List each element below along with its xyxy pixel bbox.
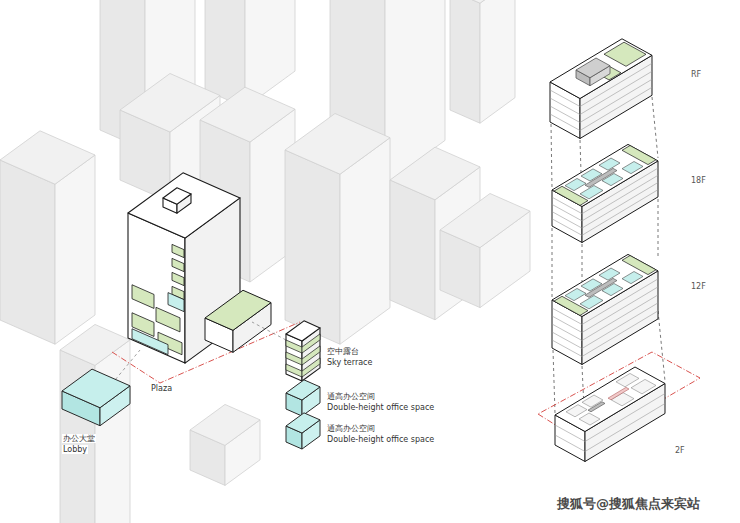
context-building [190,404,260,445]
floor-label: RF [690,70,702,79]
circulation [608,387,629,399]
service-core [585,168,617,187]
context-building [285,150,340,344]
floor-plate-18f [552,144,658,206]
context-building [440,194,530,248]
context-building [55,155,95,344]
context-building [285,114,390,175]
lobby-room [566,405,587,417]
facade-line [552,279,658,325]
office-room [580,186,603,199]
lobby-room [631,379,656,393]
facade-line [552,311,658,357]
facade-line [550,87,652,130]
sky-terrace [172,244,184,257]
floor-plate-2f [555,367,665,432]
sky-terrace [172,258,184,271]
key-label: Double-height office space [326,435,435,444]
roof-plate [550,39,652,99]
double-height-office [168,293,184,312]
floor-label: 12F [690,282,707,291]
alignment-line [551,124,552,188]
sky-terrace-key [286,334,302,381]
roof-structure [163,188,191,204]
sky-terrace [132,285,154,309]
context-building [200,87,295,142]
context-building [0,131,95,184]
lobby-room [579,413,600,425]
floor-label: 2F [674,446,686,455]
floor-terrace [622,256,656,275]
sky-terrace [156,307,180,332]
facade-line [555,404,665,452]
watermark: 搜狐号@搜狐焦点来宾站 [556,497,701,512]
service-core [588,402,605,412]
office-tower [128,173,240,238]
double-height-office [132,329,168,355]
sky-terrace-key [302,358,320,377]
key-label: 空中露台 [326,347,360,356]
context-building [480,0,515,123]
context-building [60,324,130,365]
key-label: Sky terrace [326,358,373,367]
office-room [599,158,620,170]
context-building [95,340,130,523]
office-room [622,272,643,284]
context-building [390,180,435,320]
leader-line [252,322,286,340]
sky-terrace-key [286,364,302,377]
facade-line [552,295,658,341]
facade-line [552,287,658,333]
context-building [0,160,55,344]
facade-line [552,303,658,349]
alignment-line [658,311,665,381]
sky-terrace [172,272,184,285]
area-label: Plaza [150,384,173,393]
floor-terrace [622,146,656,165]
facade-line [550,79,652,122]
alignment-line [658,199,659,258]
roof-core [576,58,610,78]
office-room [565,288,586,300]
office-tower [128,213,185,363]
alignment-line [552,228,553,298]
podium-terrace [205,290,271,330]
facade-line [555,394,665,442]
context-building [450,0,480,123]
context-building [450,0,515,3]
roof-garden [604,42,646,66]
key-label: 通高办公空间 [326,392,376,401]
alignment-line [652,97,658,158]
floor-plate-12f [552,254,658,316]
context-building [390,147,480,200]
office-space-key [286,413,320,433]
sky-terrace-key [286,340,302,353]
office-room [622,162,643,174]
office-room [565,178,586,190]
volume-label: Lobby [62,445,88,454]
sky-terrace-key [286,352,302,365]
key-label: Double-height office space [326,403,435,412]
key-label: 通高办公空间 [326,424,376,433]
floor-label: 18F [690,176,707,185]
office-space-key [286,380,320,400]
service-core [585,278,617,297]
office-room [599,268,620,280]
office-room [580,296,603,309]
volume-label: 办公大堂 [62,434,96,443]
alignment-line [553,350,555,413]
lobby-volume [62,369,130,408]
